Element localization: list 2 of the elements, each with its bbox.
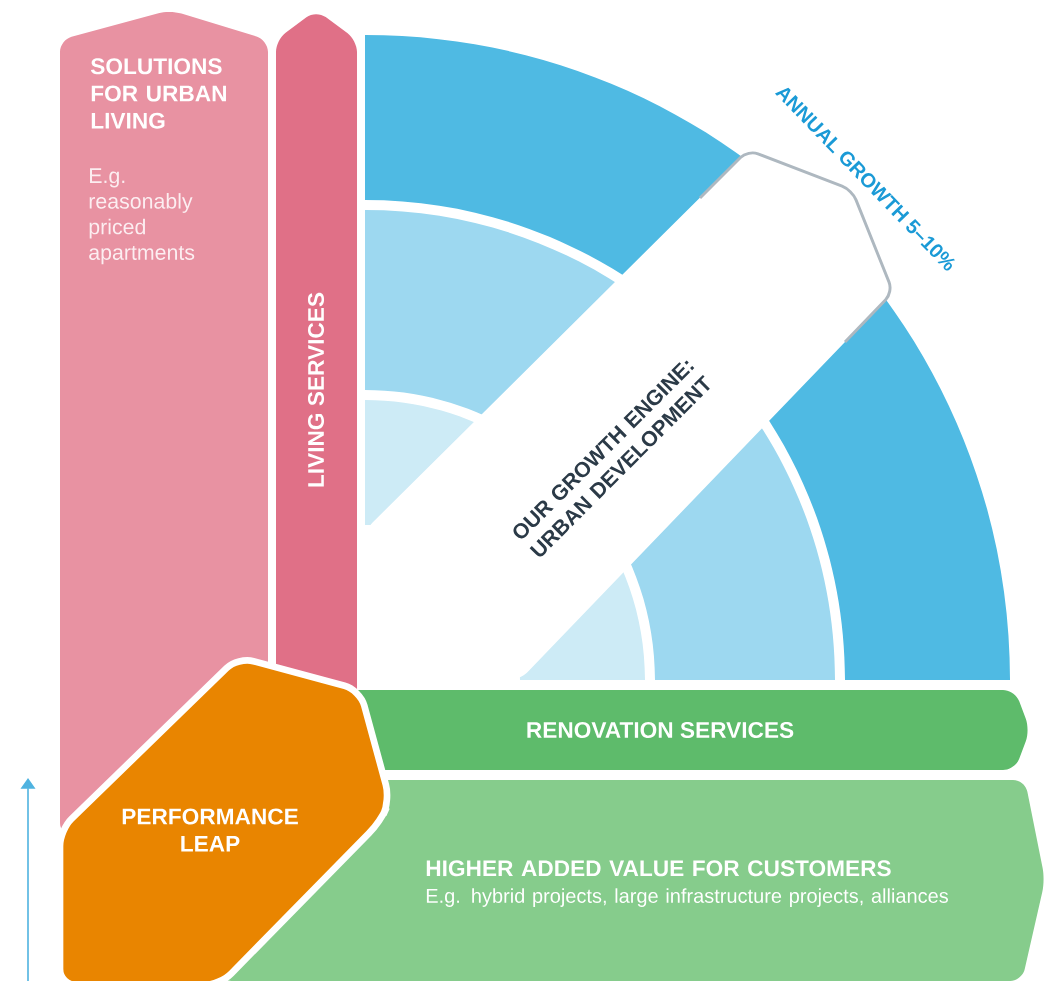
column-band: LIVING SERVICES [276,14,357,700]
arrow-band: RENOVATION SERVICES [340,690,1028,770]
